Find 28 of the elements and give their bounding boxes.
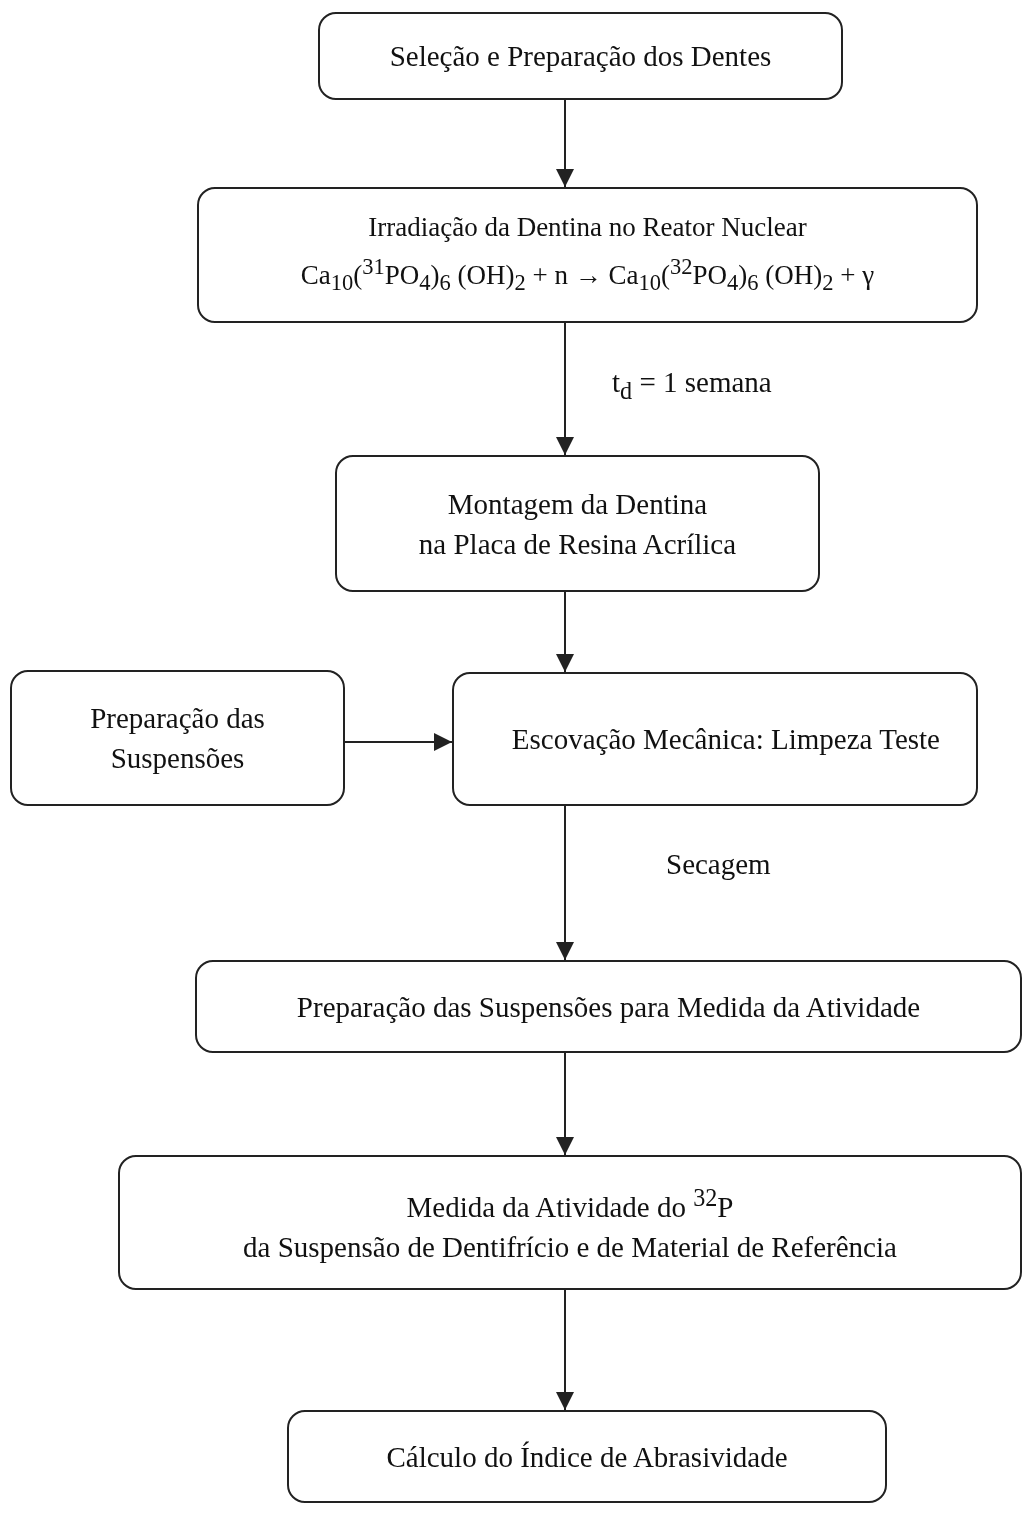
arrow: [556, 99, 574, 188]
step-text: Cálculo do Índice de Abrasividade: [386, 1439, 788, 1475]
edge-label: t$_{d}$ = 1 semana: [612, 366, 772, 405]
step-text: Escovação Mecânica: Limpeza Teste: [510, 722, 940, 757]
step-detail: na Placa de Resina Acrílica: [418, 526, 737, 562]
arrow: [556, 591, 574, 673]
step-text: Irradiação da Dentina no Reator Nuclear: [368, 210, 807, 244]
arrow: [556, 805, 574, 961]
step-text: Montagem da Dentina: [447, 486, 708, 522]
step-text: Medida da Atividade do $^{32}$P: [406, 1183, 734, 1225]
process-box: [195, 960, 1022, 1053]
process-box: [318, 12, 843, 100]
arrow: [556, 1289, 574, 1411]
step-detail: da Suspensão de Dentifrício e de Material de Referência: [243, 1229, 897, 1265]
arrow: [556, 1052, 574, 1156]
step-text: Preparação das Suspensões: [89, 701, 266, 776]
process-box: [287, 1410, 887, 1503]
step-detail: Ca$_{10}$($^{31}$PO$_{4}$)$_{6}$ (OH)$_{2}$ + n → Ca$_{10}$($^{32}$PO$_{4}$)$_{6}$ (OH)$_{2}$ + γ: [300, 252, 875, 298]
process-box: [335, 455, 820, 592]
process-box: [10, 670, 345, 806]
process-box: [118, 1155, 1022, 1290]
step-text: Preparação das Suspensões para Medida da Atividade: [296, 989, 921, 1025]
arrow: [344, 733, 453, 751]
edge-label: Secagem: [666, 848, 771, 881]
process-box: [197, 187, 978, 323]
step-text: Seleção e Preparação dos Dentes: [389, 39, 772, 74]
arrow: [556, 322, 574, 456]
process-box: [452, 672, 978, 806]
